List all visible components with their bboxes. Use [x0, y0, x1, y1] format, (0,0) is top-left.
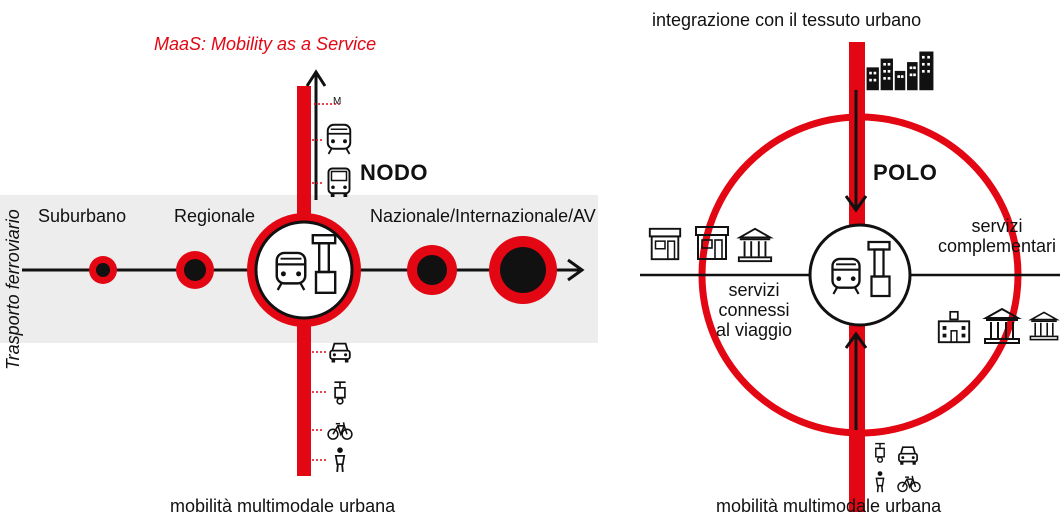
travel-services-line-1: servizi — [728, 280, 780, 300]
travel-services-label: servizi connessi al viaggio — [694, 280, 814, 340]
station-label-suburbano: Suburbano — [38, 206, 127, 226]
bicycle-icon — [897, 475, 921, 493]
pole-title: POLO — [873, 160, 938, 185]
complementary-services-line-2: complementari — [937, 236, 1057, 256]
footer-right: mobilità multimodale urbana — [716, 496, 942, 516]
station-dot-nazionale-core — [417, 255, 447, 285]
scooter-icon — [874, 442, 886, 464]
shop-icon — [648, 227, 682, 261]
scooter-icon — [333, 381, 347, 405]
travel-services-line-2: connessi — [718, 300, 790, 320]
bus-icon — [327, 167, 351, 199]
station-dot-av-core — [500, 247, 546, 293]
node-circle — [254, 220, 354, 320]
rail-arrow-icon — [567, 258, 585, 282]
integration-title: integrazione con il tessuto urbano — [652, 10, 922, 30]
city-buildings-icon — [866, 51, 934, 91]
complementary-services-label: servizi complementari — [928, 216, 1060, 256]
car-icon — [329, 342, 351, 364]
arrow-down-icon — [844, 195, 868, 213]
complementary-services-line-1: servizi — [971, 216, 1023, 236]
station-dot-regionale-core — [184, 259, 206, 281]
pedestrian-icon — [334, 446, 346, 473]
rail-axis-label: Trasporto ferroviario — [3, 209, 23, 370]
train-icon — [326, 123, 352, 156]
arrow-up-icon — [844, 331, 868, 349]
store-icon — [737, 227, 773, 263]
bicycle-icon — [327, 421, 353, 440]
metro-marker: M — [333, 96, 342, 107]
node-title: NODO — [360, 160, 428, 185]
station-dot-suburbano-core — [96, 263, 110, 277]
car-icon — [897, 446, 919, 466]
footer-left: mobilità multimodale urbana — [170, 496, 396, 516]
maas-title: MaaS: Mobility as a Service — [154, 34, 377, 54]
school-icon — [937, 310, 971, 344]
travel-services-line-3: al viaggio — [715, 320, 793, 340]
station-label-nazionale: Nazionale/Internazionale/AV — [370, 206, 596, 226]
library-icon — [1029, 311, 1059, 341]
maas-arrow-icon — [305, 69, 327, 87]
station-label-regionale: Regionale — [174, 206, 256, 226]
pedestrian-icon — [875, 470, 885, 494]
